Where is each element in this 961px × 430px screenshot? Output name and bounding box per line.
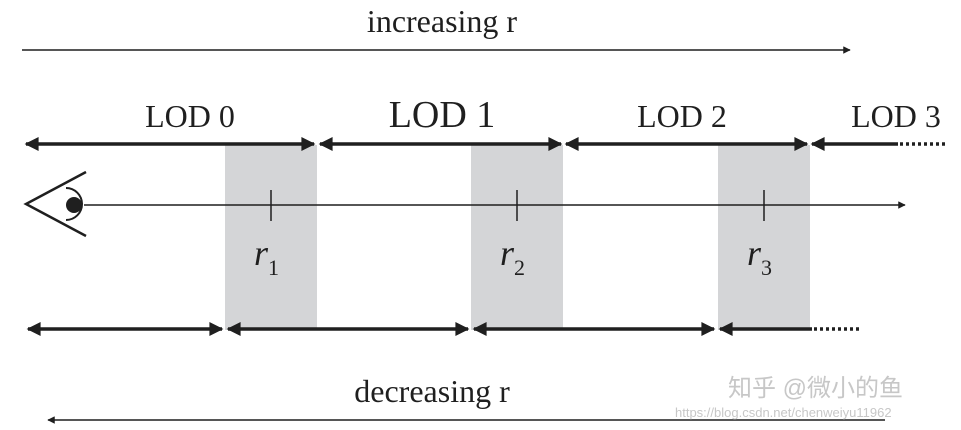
lod-0-label: LOD 0 xyxy=(145,98,235,134)
watermark-brand: 知乎 @微小的鱼 xyxy=(728,375,903,402)
lod-1-label: LOD 1 xyxy=(389,94,496,136)
r2-label: r2 xyxy=(500,233,525,280)
watermark-url: https://blog.csdn.net/chenweiyu11962 xyxy=(675,405,892,420)
r1-label: r1 xyxy=(254,233,279,280)
increasing-r-label: increasing r xyxy=(367,3,518,39)
decreasing-r-label: decreasing r xyxy=(354,373,510,409)
lod-2-label: LOD 2 xyxy=(637,98,727,134)
transition-band-3 xyxy=(718,145,810,330)
r3-label: r3 xyxy=(747,233,772,280)
transition-band-1 xyxy=(225,145,317,330)
eye-icon xyxy=(23,170,87,238)
transition-band-2 xyxy=(471,145,563,330)
lod-3-label: LOD 3 xyxy=(851,98,941,134)
